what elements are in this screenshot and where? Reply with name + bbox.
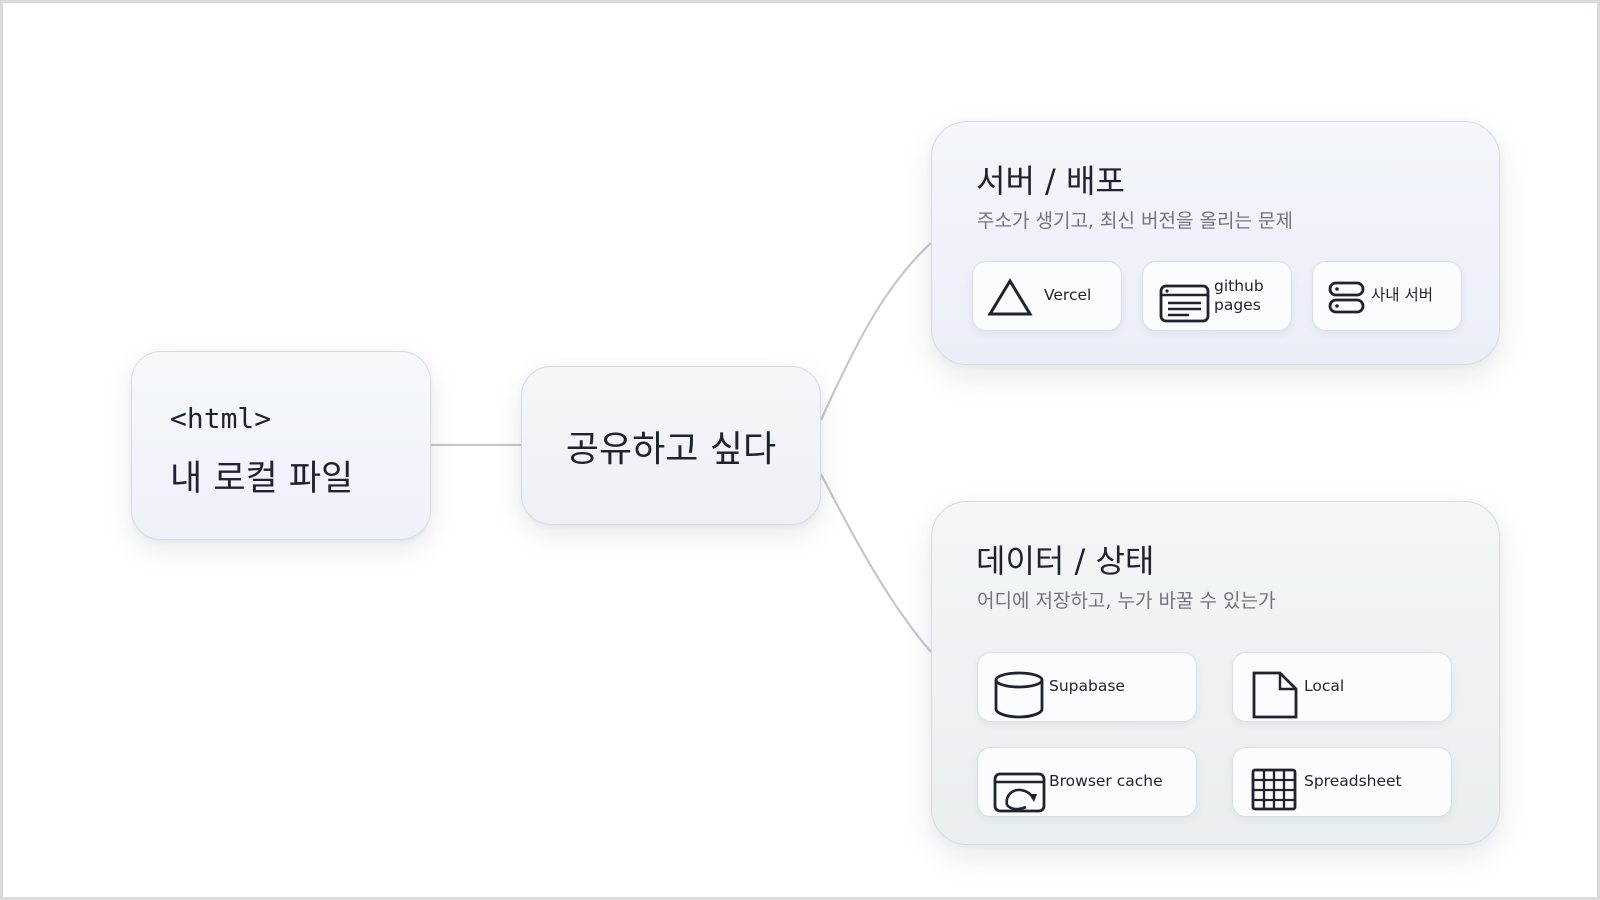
browser-cache-label: Browser cache	[1049, 772, 1163, 790]
github-pages-label: github pages	[1214, 277, 1264, 314]
want-to-share-node[interactable]: 공유하고 싶다	[521, 366, 821, 525]
grid-table-icon	[1251, 768, 1297, 811]
database-icon	[994, 671, 1044, 719]
server-deploy-group: 서버 / 배포 주소가 생기고, 최신 버전을 올리는 문제 Vercel gi…	[931, 121, 1500, 365]
data-group-subtitle: 어디에 저장하고, 누가 바꿀 수 있는가	[977, 590, 1276, 612]
html-tag-text: <html>	[170, 402, 272, 435]
server-icon	[1328, 281, 1365, 314]
browser-window-icon	[1159, 284, 1210, 323]
want-to-share-label: 공유하고 싶다	[565, 428, 777, 470]
vercel-chip[interactable]: Vercel	[972, 261, 1122, 331]
document-icon	[1252, 671, 1298, 719]
triangle-icon	[987, 278, 1033, 316]
spreadsheet-chip[interactable]: Spreadsheet	[1232, 747, 1452, 817]
data-group-title: 데이터 / 상태	[976, 542, 1155, 580]
data-state-group: 데이터 / 상태 어디에 저장하고, 누가 바꿀 수 있는가 Supabase …	[931, 501, 1500, 845]
vercel-label: Vercel	[1044, 286, 1092, 304]
browser-refresh-icon	[993, 772, 1046, 813]
local-label: Local	[1304, 677, 1345, 695]
supabase-label: Supabase	[1049, 677, 1125, 695]
company-server-chip[interactable]: 사내 서버	[1312, 261, 1462, 331]
github-pages-chip[interactable]: github pages	[1142, 261, 1292, 331]
company-server-label: 사내 서버	[1371, 286, 1433, 304]
local-chip[interactable]: Local	[1232, 652, 1452, 722]
spreadsheet-label: Spreadsheet	[1304, 772, 1402, 790]
local-file-node[interactable]: <html> 내 로컬 파일	[131, 351, 431, 540]
local-file-label: 내 로컬 파일	[170, 459, 354, 499]
server-group-subtitle: 주소가 생기고, 최신 버전을 올리는 문제	[977, 210, 1293, 232]
supabase-chip[interactable]: Supabase	[977, 652, 1197, 722]
browser-cache-chip[interactable]: Browser cache	[977, 747, 1197, 817]
server-group-title: 서버 / 배포	[976, 162, 1125, 200]
